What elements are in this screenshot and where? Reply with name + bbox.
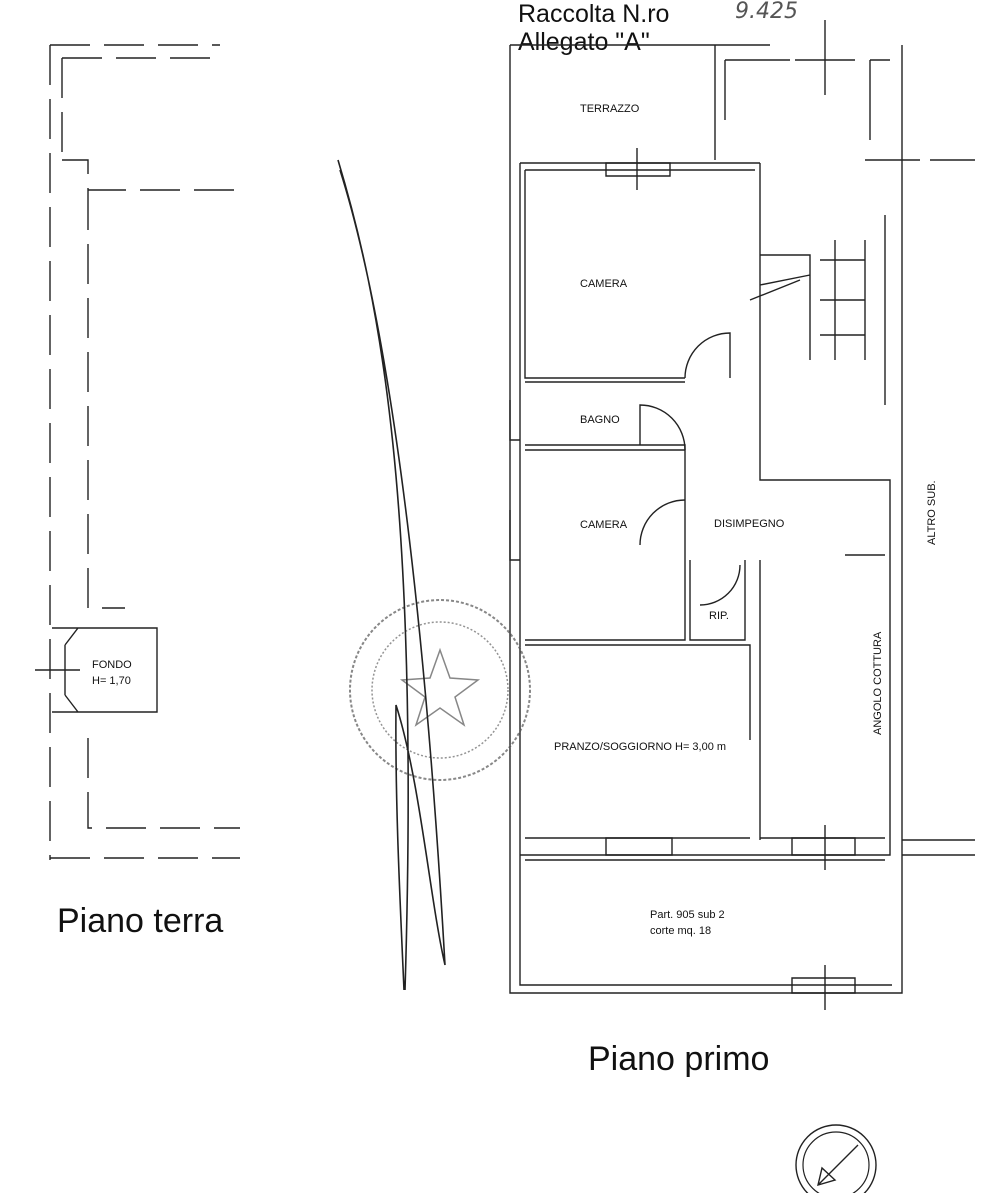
fondo-height: H= 1,70 bbox=[92, 675, 131, 687]
signature bbox=[337, 159, 446, 991]
raccolta-number: 9.425 bbox=[735, 0, 798, 24]
piano-terra-title: Piano terra bbox=[57, 902, 223, 940]
corte-label: Part. 905 sub 2 bbox=[650, 909, 725, 921]
notary-stamp bbox=[349, 599, 531, 781]
fondo-label: FONDO bbox=[92, 659, 132, 671]
room-disimpegno: DISIMPEGNO bbox=[714, 518, 785, 530]
piano-terra-plan: FONDO H= 1,70 bbox=[35, 44, 240, 860]
room-ripostiglio: RIP. bbox=[709, 610, 729, 622]
raccolta-label: Raccolta N.ro bbox=[518, 0, 669, 28]
piano-primo-plan: TERRAZZO CAMERA BAGNO CAMERA DISIMPEGNO … bbox=[509, 20, 975, 1010]
room-angolo-cottura: ANGOLO COTTURA bbox=[872, 631, 884, 735]
room-terrazzo: TERRAZZO bbox=[580, 103, 640, 115]
piano-primo-title: Piano primo bbox=[588, 1040, 769, 1078]
allegato-label: Allegato "A" bbox=[518, 28, 650, 56]
room-camera-1: CAMERA bbox=[580, 278, 628, 290]
corte-area: corte mq. 18 bbox=[650, 925, 711, 937]
north-arrow-icon bbox=[795, 1124, 877, 1193]
room-camera-2: CAMERA bbox=[580, 519, 628, 531]
room-pranzo-soggiorno: PRANZO/SOGGIORNO H= 3,00 m bbox=[554, 741, 726, 753]
room-bagno: BAGNO bbox=[580, 414, 620, 426]
altro-sub-label: ALTRO SUB. bbox=[926, 480, 938, 545]
